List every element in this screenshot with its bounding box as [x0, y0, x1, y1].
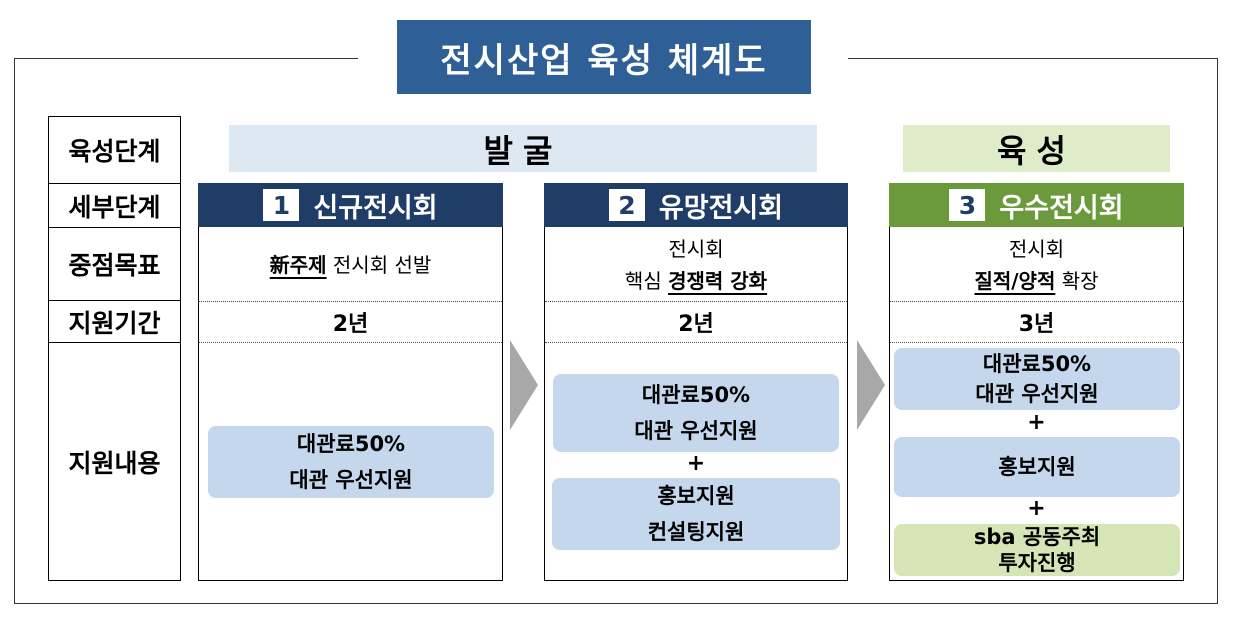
step-number: 3: [949, 189, 986, 221]
row-label-stage: 육성단계: [49, 117, 180, 184]
period-cell: 3년: [890, 302, 1183, 343]
support-line: 대관 우선지원: [634, 419, 758, 443]
support-line: 홍보지원: [998, 455, 1076, 479]
plus-sign: +: [1027, 496, 1046, 521]
support-box: 대관료50% 대관 우선지원: [894, 348, 1180, 410]
support-line: 대관 우선지원: [975, 382, 1099, 406]
support-line: 대관료50%: [296, 432, 406, 456]
period-cell: 2년: [545, 302, 847, 343]
support-box: 홍보지원 컨설팅지원: [552, 478, 840, 550]
support-line: 컨설팅지원: [647, 520, 745, 544]
support-line: 대관 우선지원: [289, 468, 413, 492]
row-label-column: 육성단계 세부단계 중점목표 지원기간 지원내용: [48, 116, 181, 581]
row-label-goal: 중점목표: [49, 228, 180, 301]
phase-discover: 발굴: [229, 125, 817, 172]
support-box-green: sba 공동주최 투자진행: [894, 524, 1180, 576]
support-line: 대관료50%: [982, 352, 1092, 376]
support-line: 대관료50%: [641, 383, 751, 407]
row-label-support: 지원내용: [68, 448, 161, 478]
column-title: 유망전시회: [658, 192, 784, 224]
column-header: 2 유망전시회: [544, 183, 848, 227]
plus-sign: +: [686, 451, 706, 476]
column-title: 신규전시회: [313, 192, 438, 224]
goal-cell: 전시회 질적/양적 확장: [890, 228, 1183, 302]
row-label-period: 지원기간: [49, 301, 180, 343]
arrow-right-icon: [857, 340, 885, 430]
phase-nurture: 육성: [903, 125, 1170, 172]
goal-text: 전시회: [668, 236, 724, 261]
step-number: 1: [263, 189, 300, 221]
column-header: 1 신규전시회: [198, 183, 503, 227]
goal-text: 확장: [1061, 268, 1099, 293]
goal-text: 전시회 선발: [332, 252, 432, 277]
support-box: 대관료50% 대관 우선지원: [208, 426, 494, 498]
column-excellent-exhibition: 3 우수전시회 전시회 질적/양적 확장 3년 대관료50% 대관 우선지원 +…: [889, 183, 1184, 581]
plus-sign: +: [1027, 410, 1046, 435]
goal-bold: 경쟁력 강화: [668, 268, 768, 293]
support-line: 투자진행: [998, 551, 1076, 575]
column-promising-exhibition: 2 유망전시회 전시회 핵심 경쟁력 강화 2년 대관료50% 대관 우선지원 …: [544, 183, 848, 581]
goal-text: 핵심: [624, 268, 662, 293]
column-header: 3 우수전시회: [889, 183, 1184, 227]
step-number: 2: [608, 189, 645, 221]
goal-text: 전시회: [1008, 236, 1065, 261]
column-title: 우수전시회: [999, 192, 1124, 224]
row-label-detail-stage: 세부단계: [49, 184, 180, 228]
page-title: 전시산업 육성 체계도: [397, 20, 811, 94]
column-new-exhibition: 1 신규전시회 新주제 전시회 선발 2년 대관료50% 대관 우선지원: [198, 183, 503, 581]
period-cell: 2년: [199, 302, 502, 343]
goal-bold: 질적/양적: [974, 268, 1056, 293]
goal-cell: 新주제 전시회 선발: [199, 228, 502, 302]
support-box: 홍보지원: [894, 437, 1180, 497]
goal-cell: 전시회 핵심 경쟁력 강화: [545, 228, 847, 302]
support-line: sba 공동주최: [973, 525, 1101, 549]
goal-bold: 新주제: [269, 252, 327, 277]
support-line: 홍보지원: [657, 484, 735, 508]
support-box: 대관료50% 대관 우선지원: [553, 374, 839, 452]
arrow-right-icon: [510, 340, 538, 430]
